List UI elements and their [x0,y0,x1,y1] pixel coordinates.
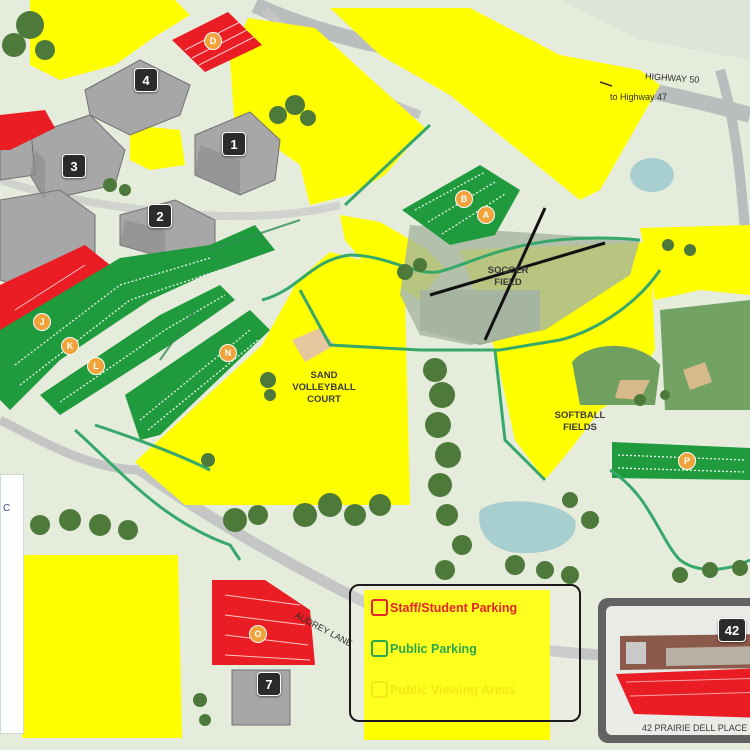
lot-b-marker[interactable]: B [455,190,473,208]
lot-a-marker[interactable]: A [477,206,495,224]
legend-item-viewing-areas: Public Viewing Areas [371,681,516,698]
legend-label: Public Viewing Areas [390,682,516,697]
legend-label: Public Parking [390,641,477,656]
legend-label: Staff/Student Parking [390,600,518,615]
trees [2,11,748,726]
lot-k-marker[interactable]: K [61,337,79,355]
side-panel-edge: C [0,474,24,734]
lot-j-marker[interactable]: J [33,313,51,331]
inset-drawing [616,634,750,718]
viewing-area-swatch [371,681,388,698]
inset-map-canvas: 42 42 PRAIRIE DELL PLACE [606,606,750,735]
inset-address-label: 42 PRAIRIE DELL PLACE [642,723,748,733]
pond-north [630,158,674,192]
legend-item-staff-parking: Staff/Student Parking [371,599,517,616]
pond-south [479,501,576,554]
building-7-badge[interactable]: 7 [257,672,281,696]
building-4-badge[interactable]: 4 [134,68,158,92]
lot-o-marker[interactable]: O [249,625,267,643]
lot-d-marker[interactable]: D [204,32,222,50]
to-highway-47-label: to Highway 47 [610,92,668,102]
inset-map-42[interactable]: 42 42 PRAIRIE DELL PLACE [598,598,750,743]
sand-volleyball-court-label: SAND VOLLEYBALL COURT [292,370,356,405]
side-panel-letter: C [3,503,11,514]
building-42-badge[interactable]: 42 [718,618,746,642]
public-parking-swatch [371,640,388,657]
softball-fields-label: SOFTBALL FIELDS [554,410,606,433]
lot-n-marker[interactable]: N [219,344,237,362]
building-2-badge[interactable]: 2 [148,204,172,228]
softball-field-2 [660,300,750,410]
staff-parking-swatch [371,599,388,616]
building-1-badge[interactable]: 1 [222,132,246,156]
legend-item-public-parking: Public Parking [371,640,477,657]
soccer-field-label: SOCCER FIELD [487,265,529,288]
lot-l-marker[interactable]: L [87,357,105,375]
lot-p-marker[interactable]: P [678,452,696,470]
building-3-badge[interactable]: 3 [62,154,86,178]
map-legend: Staff/Student Parking Public Parking Pub… [349,584,581,722]
soccer-field-cross-out [429,207,606,341]
